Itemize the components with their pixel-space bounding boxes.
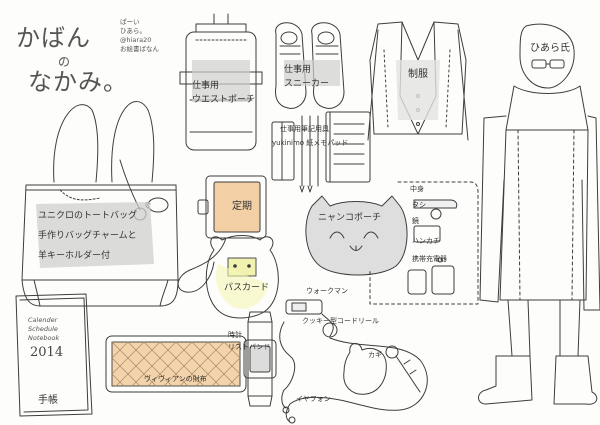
waist-pouch-label-2: ウエストポーチ: [192, 95, 256, 105]
tote-label-2: 手作りバッグチャームと: [38, 231, 137, 241]
walkman-drawing: [279, 299, 428, 424]
notebook-cover-2: Schedule: [28, 325, 58, 333]
watch-label-2: リストバンド: [228, 343, 271, 351]
title-no: の: [58, 55, 71, 69]
sneakers-label-2: スニーカー: [284, 79, 330, 89]
sneakers-drawing: [275, 22, 345, 109]
stationery-label-1: 仕事用筆記用具: [280, 125, 329, 133]
tote-label-1: ユニクロのトートバッグ: [38, 211, 138, 221]
character-label: ひあら氏: [530, 43, 570, 54]
notebook-label: 手帳: [38, 395, 58, 406]
pass-case-label: 定期: [232, 201, 252, 212]
contents-title: 中身: [410, 185, 424, 193]
cookie-reel-label: クッキー型コードリール: [302, 317, 379, 325]
contents-item-2: 鏡: [412, 217, 419, 225]
ic-card-holder-drawing: [205, 235, 279, 319]
key-label: カギ: [368, 351, 382, 359]
notebook-drawing: [15, 293, 93, 417]
notebook-year: 2014: [30, 345, 64, 360]
wallet-drawing: [105, 335, 247, 393]
title-line1: かばん: [16, 24, 91, 52]
waist-pouch-label-1: 仕事用: [192, 81, 220, 91]
tote-label-3: 羊キーホルダー付: [38, 251, 111, 261]
credit-3: @hiara20: [120, 36, 152, 44]
contents-item-3: ハンカチ: [412, 237, 440, 245]
cat-pouch-label: ニャンコポーチ: [318, 213, 382, 223]
title-line2: なかみ。: [28, 68, 128, 96]
credit-1: ぱーい: [120, 18, 140, 26]
cat-pouch-drawing: [305, 195, 408, 276]
notebook-cover-3: Notebook: [28, 334, 60, 342]
credit-2: ひあら。: [120, 27, 146, 35]
wallet-label: ヴィヴィアンの財布: [144, 375, 207, 383]
stationery-drawing: [271, 111, 371, 193]
stationery-label-2: yukinimo 紙メモパッド: [272, 139, 349, 147]
hiara-character-drawing: [478, 23, 600, 405]
ic-card-label: パスカード: [224, 283, 270, 293]
uniform-label: 制服: [408, 69, 428, 80]
notebook-cover-1: Calender: [28, 316, 58, 324]
contents-item-1: タシ: [412, 201, 426, 209]
earphones-label: イヤフォン: [296, 395, 331, 403]
sneakers-label-1: 仕事用: [284, 65, 312, 75]
contents-drawings: [407, 199, 458, 295]
credit-4: お絵書ばなん: [120, 45, 159, 53]
watch-label-1: 時計: [228, 331, 242, 339]
pass-case-drawing: [177, 175, 267, 293]
uniform-vest-drawing: [367, 21, 469, 141]
watch-drawing: [243, 311, 277, 407]
key-drawing: [343, 343, 421, 395]
walkman-label: ウォークマン: [306, 287, 348, 295]
contents-item-4: 携帯充電器: [412, 255, 447, 263]
